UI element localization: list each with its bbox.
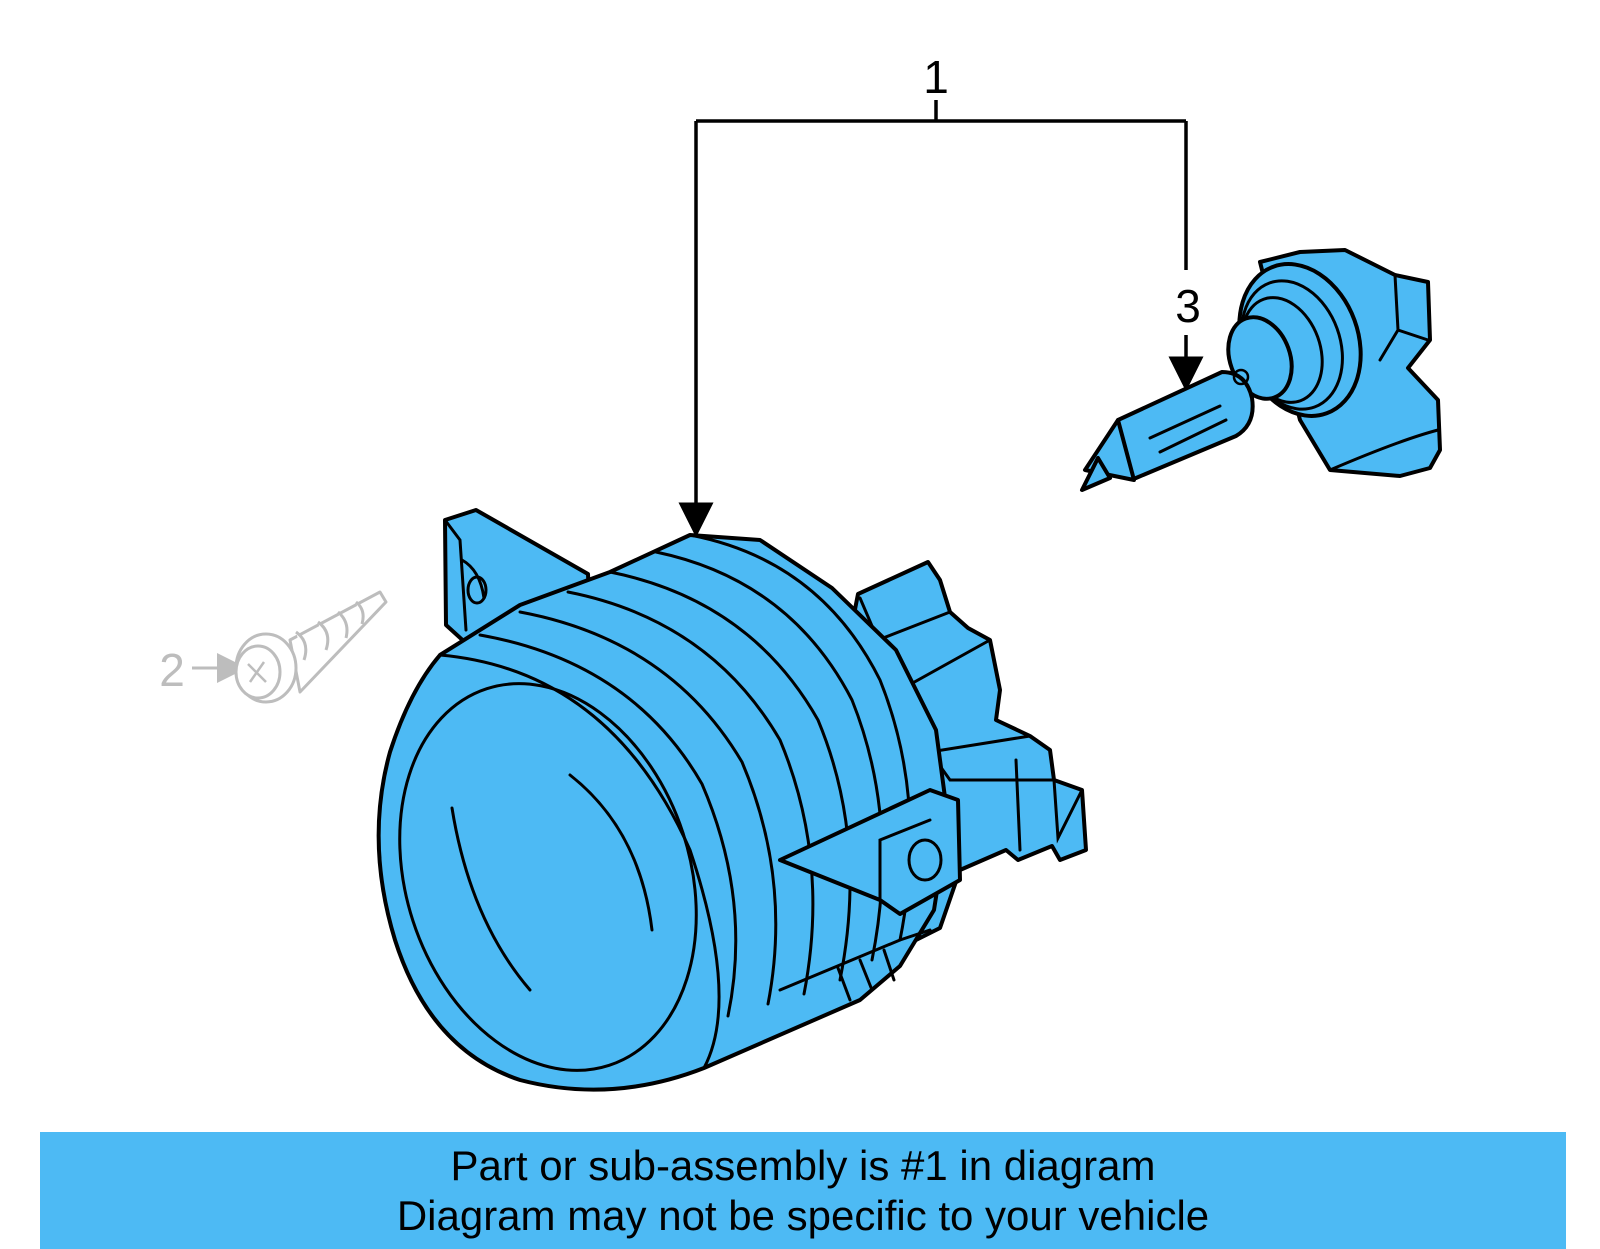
callout-3-label[interactable]: 3	[1175, 280, 1201, 332]
callout-2-label[interactable]: 2	[159, 644, 185, 696]
screw-part-2[interactable]	[192, 590, 388, 704]
callout-1-label[interactable]: 1	[923, 51, 949, 103]
disclaimer-banner: Part or sub-assembly is #1 in diagram Di…	[40, 1132, 1566, 1249]
fog-lamp-part-1[interactable]	[352, 508, 1088, 1109]
banner-line-1: Part or sub-assembly is #1 in diagram	[450, 1141, 1156, 1189]
callout-1-leader	[678, 100, 1188, 538]
bulb-part-3[interactable]	[1080, 247, 1442, 492]
banner-line-2: Diagram may not be specific to your vehi…	[396, 1191, 1210, 1239]
